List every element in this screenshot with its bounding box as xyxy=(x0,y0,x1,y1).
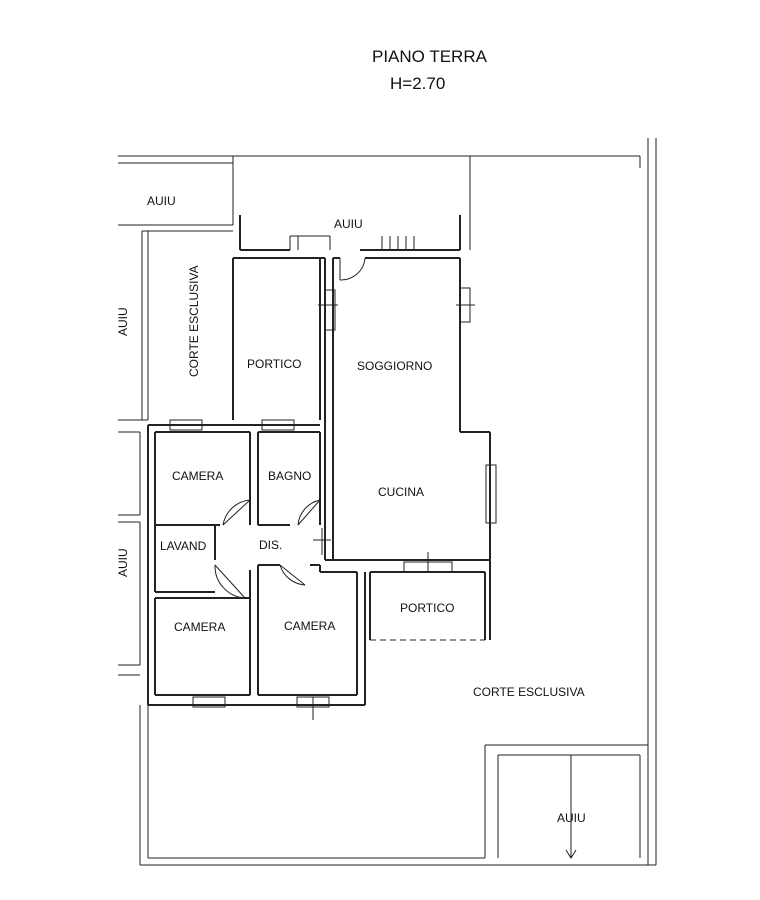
doors xyxy=(214,257,475,720)
label-corte-esclusiva-vertical: CORTE ESCLUSIVA xyxy=(187,265,201,377)
label-auiu-left-lower: AUIU xyxy=(116,548,130,577)
house-walls xyxy=(147,257,648,859)
label-dis: DIS. xyxy=(259,538,282,552)
label-camera-lower-right: CAMERA xyxy=(284,619,335,633)
label-bagno: BAGNO xyxy=(268,469,311,483)
label-auiu-left-upper: AUIU xyxy=(116,307,130,336)
label-auiu-bottom-right: AUIU xyxy=(557,811,586,825)
label-auiu-top-left: AUIU xyxy=(147,194,176,208)
label-cucina: CUCINA xyxy=(378,485,424,499)
auiu-top-strip xyxy=(239,215,461,251)
ceiling-height: H=2.70 xyxy=(390,74,445,93)
label-lavand: LAVAND xyxy=(160,539,207,553)
label-portico-upper: PORTICO xyxy=(247,357,301,371)
label-camera-upper: CAMERA xyxy=(172,469,223,483)
site-boundary xyxy=(118,138,657,866)
label-corte-esclusiva-main: CORTE ESCLUSIVA xyxy=(473,685,585,699)
label-soggiorno: SOGGIORNO xyxy=(357,359,432,373)
label-auiu-top-center: AUIU xyxy=(334,217,363,231)
label-portico-lower: PORTICO xyxy=(400,601,454,615)
plan-title: PIANO TERRA xyxy=(372,47,488,66)
label-camera-lower-left: CAMERA xyxy=(174,620,225,634)
